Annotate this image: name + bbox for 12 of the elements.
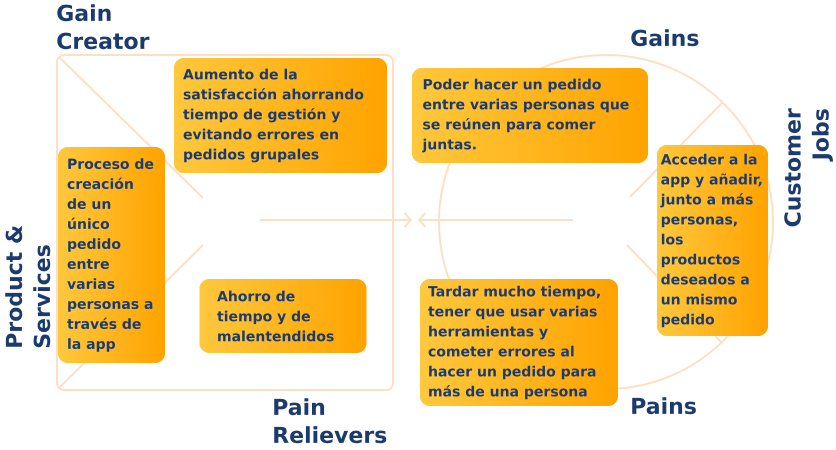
note-card: Ahorro de tiempo y de malentendidos bbox=[200, 279, 366, 353]
section-heading: Pains bbox=[632, 397, 696, 414]
section-heading: Pain Relievers bbox=[274, 398, 386, 444]
square-frame bbox=[56, 54, 394, 391]
section-heading: Gains bbox=[631, 29, 698, 46]
section-heading: Gain Creator bbox=[57, 4, 150, 50]
section-heading: Customer Jobs bbox=[784, 108, 833, 226]
section-heading: Product & Services bbox=[5, 226, 50, 348]
note-card: Proceso de creación de un único pedido entre varias personas a través de la app bbox=[58, 147, 165, 363]
note-card: Tardar mucho tiempo, tener que usar varias herramientas y cometer errores al hacer un pedido para más de una persona bbox=[420, 279, 618, 406]
note-card: Poder hacer un pedido entre varias personas que se reúnen para comer juntas. bbox=[412, 68, 648, 163]
note-card: Aumento de la satisfacción ahorrando tiempo de gestión y evitando errores en pedidos grupales bbox=[174, 58, 387, 173]
